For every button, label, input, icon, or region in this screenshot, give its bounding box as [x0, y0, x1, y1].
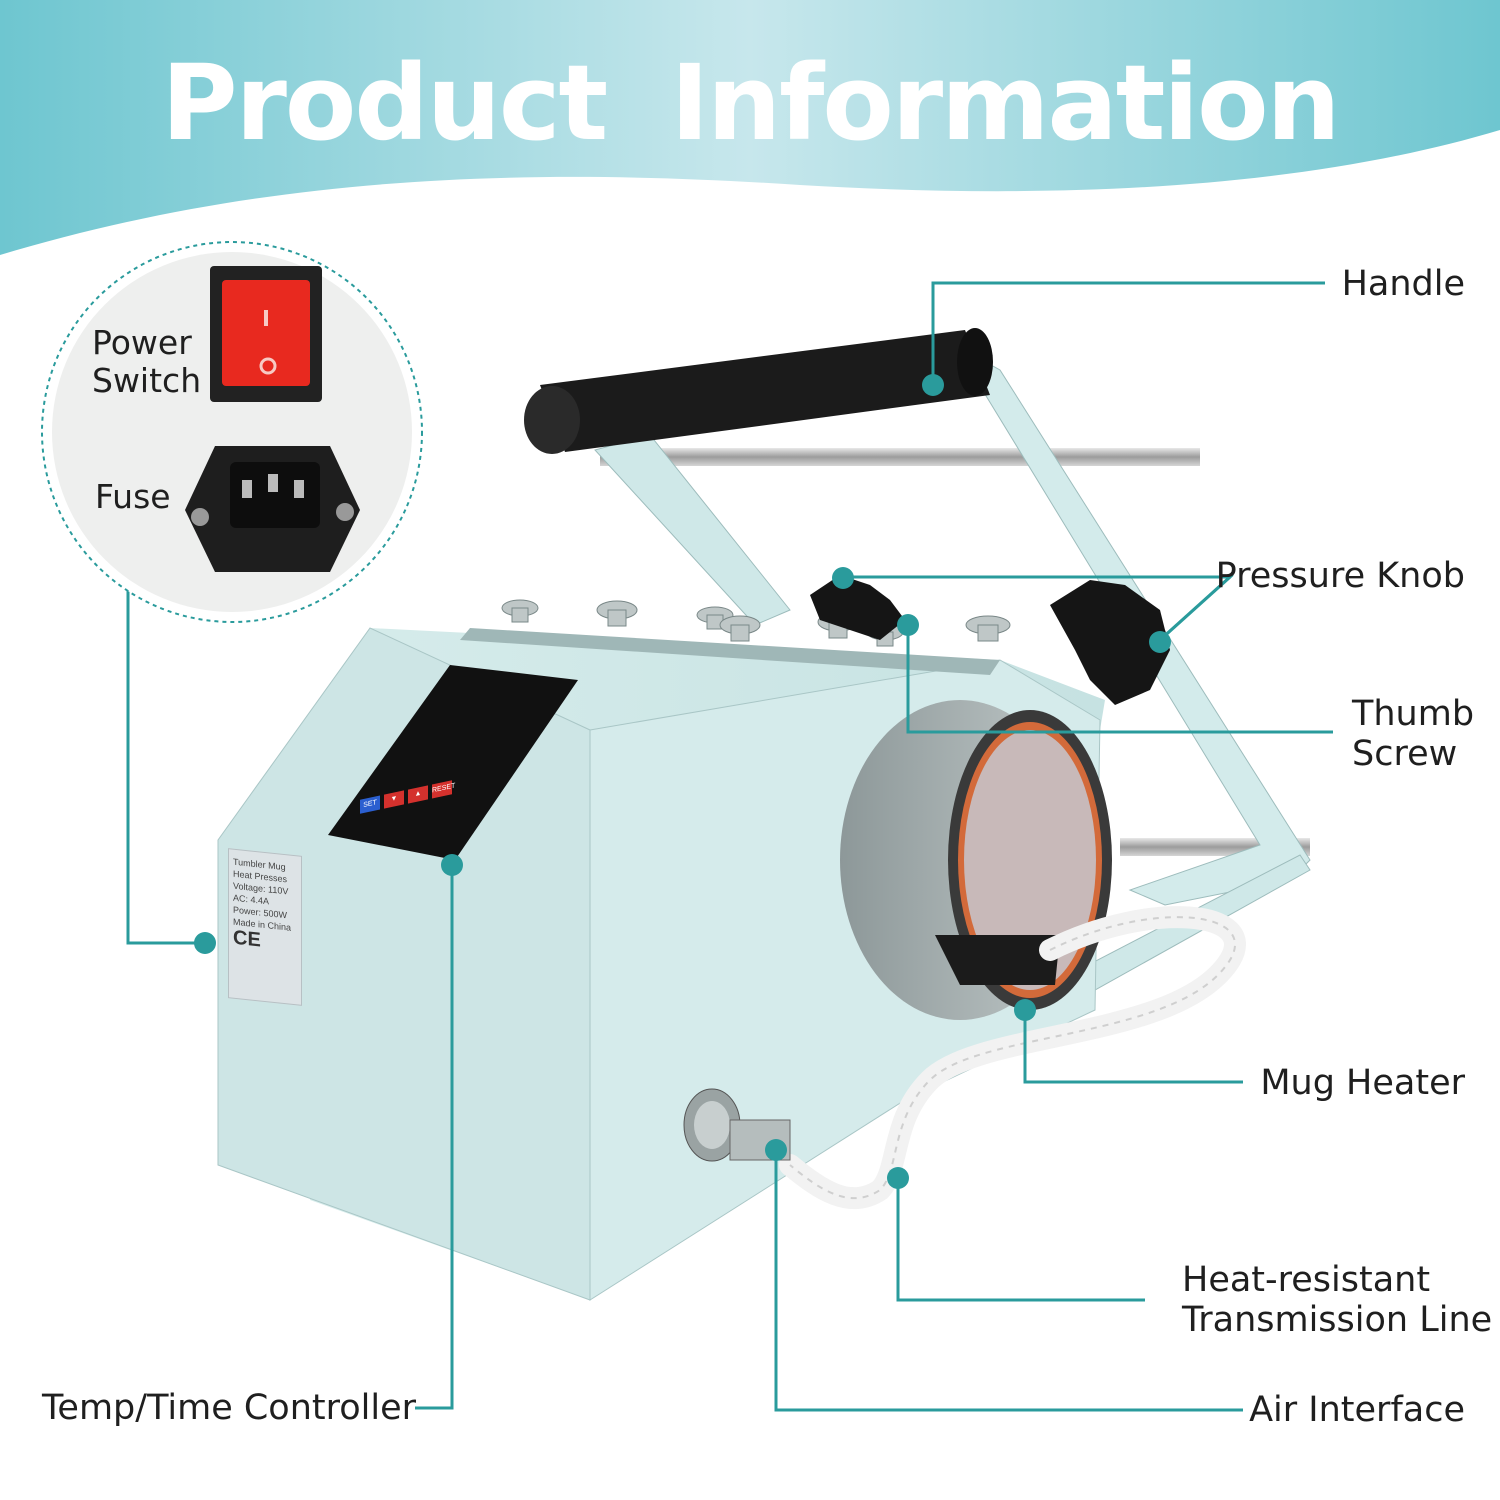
handle-grip: [524, 328, 993, 454]
pressure-knob-label: Pressure Knob: [1215, 556, 1465, 596]
power-switch-rocker: [222, 280, 310, 386]
header-banner: [0, 0, 1500, 255]
fuse-label: Fuse: [95, 477, 171, 516]
air-interface-connector: [683, 1088, 791, 1162]
rating-nameplate: Tumbler Mug Heat Presses Voltage: 110V A…: [228, 848, 302, 1006]
transmission-line-label: Heat-resistant Transmission Line: [1182, 1260, 1493, 1340]
page-title: Product Information: [161, 42, 1340, 164]
handle-label: Handle: [1341, 264, 1465, 304]
top-plate: [460, 628, 1000, 675]
pressure-knob: [810, 575, 1170, 705]
inset-circle: [41, 241, 423, 623]
air-interface-label: Air Interface: [1249, 1390, 1465, 1430]
power-switch-label: Power Switch: [92, 323, 202, 400]
controller-label: Temp/Time Controller: [42, 1388, 417, 1428]
callout-dots: [194, 374, 1171, 1189]
thumb-screw-label: Thumb Screw: [1352, 694, 1475, 774]
guide-rod: [600, 448, 1200, 466]
mug-heater-label: Mug Heater: [1260, 1063, 1465, 1103]
callout-lines: [126, 281, 1333, 1412]
controller-panel: [328, 665, 578, 860]
mug-heater: [840, 700, 1112, 1020]
